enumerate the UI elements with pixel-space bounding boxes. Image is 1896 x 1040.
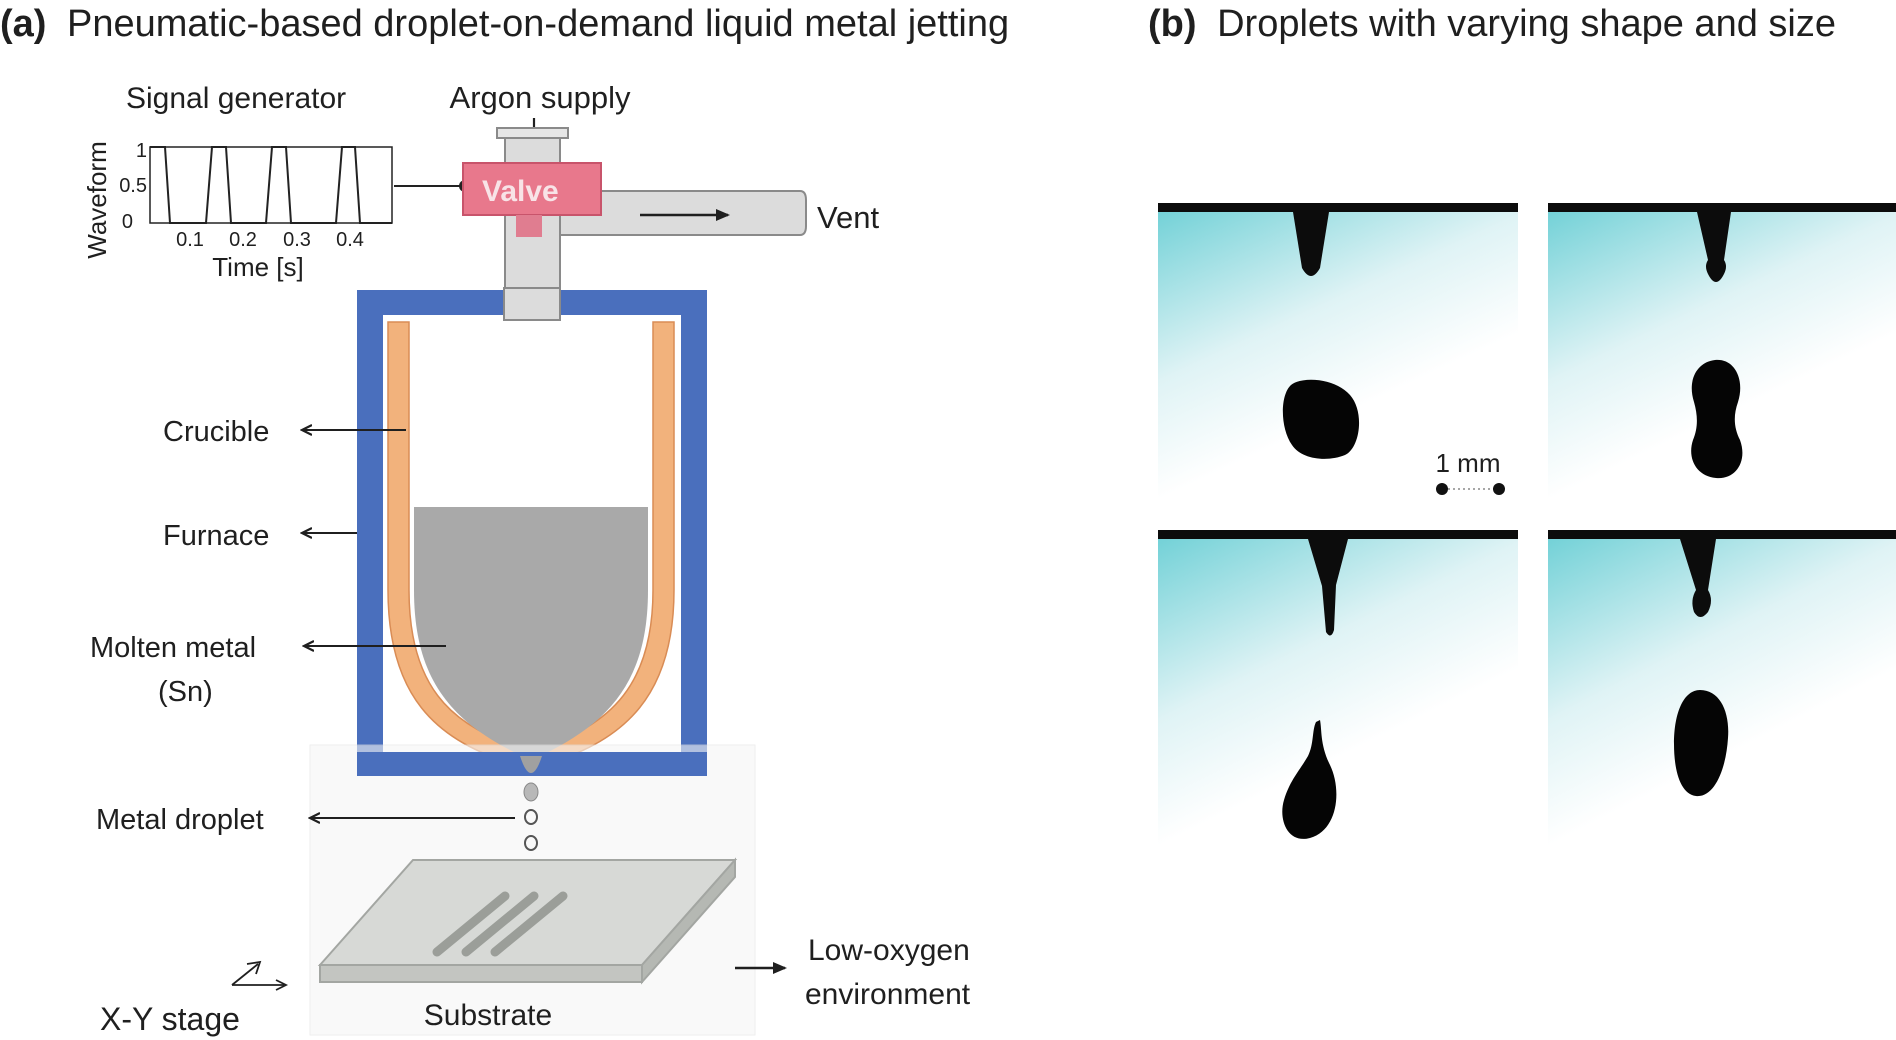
droplet-2 — [524, 809, 538, 825]
panel-a-title: (a) Pneumatic-based droplet-on-demand li… — [0, 3, 1009, 45]
xy-stage-label: X-Y stage — [100, 1001, 240, 1037]
waveform-xtick-04: 0.4 — [336, 229, 364, 251]
waveform-xtick-01: 0.1 — [176, 229, 204, 251]
nozzle-outlet — [520, 756, 542, 773]
substrate-side — [641, 857, 736, 985]
frame-4-nozzle-plate — [1548, 530, 1896, 539]
furnace-label: Furnace — [163, 520, 269, 552]
molten-metal-sublabel: (Sn) — [158, 676, 213, 708]
xy-axis-y-head — [246, 960, 262, 975]
panel-a-title-text: Pneumatic-based droplet-on-demand liquid… — [67, 3, 1009, 45]
waveform-ytick-1: 1 — [136, 140, 147, 162]
droplet-frame-1: 1 mm — [1158, 203, 1518, 507]
droplet-frame-2 — [1548, 203, 1896, 507]
frame-3-nozzle-plate — [1158, 530, 1518, 539]
droplet-frame-4 — [1548, 530, 1896, 854]
signal-generator-label: Signal generator — [126, 82, 346, 115]
frame-2-droplet — [1691, 359, 1743, 479]
frame-3-nozzle — [1308, 539, 1348, 636]
scale-bar-left-end — [1436, 483, 1448, 495]
xy-axis-x-head — [275, 979, 289, 991]
frame-4-droplet — [1674, 690, 1729, 797]
gas-tube-cap — [496, 127, 569, 139]
waveform-xlabel: Time [s] — [212, 252, 303, 282]
crucible-label: Crucible — [163, 416, 269, 448]
waveform-ytick-0: 0 — [122, 211, 133, 233]
printed-track-2 — [461, 891, 539, 957]
frame-4-nozzle — [1680, 539, 1716, 617]
crucible — [387, 321, 675, 769]
printed-track-3 — [490, 891, 568, 957]
substrate-edge — [319, 964, 643, 983]
droplet-1 — [523, 782, 539, 802]
metal-droplet-label: Metal droplet — [96, 804, 264, 836]
waveform-xtick-03: 0.3 — [283, 229, 311, 251]
argon-supply-label: Argon supply — [450, 80, 631, 115]
low-oxygen-sublabel: environment — [805, 978, 971, 1011]
substrate-label: Substrate — [424, 999, 552, 1032]
frame-1-droplet — [1282, 379, 1360, 459]
scale-bar-right-end — [1493, 483, 1505, 495]
frame-4-background — [1548, 532, 1896, 854]
panel-b-title-text: Droplets with varying shape and size — [1217, 3, 1836, 45]
droplet-3 — [524, 835, 538, 851]
frame-3-background — [1158, 532, 1518, 854]
scale-bar-label: 1 mm — [1436, 448, 1501, 478]
molten-metal — [414, 507, 648, 756]
tube-inlet — [503, 287, 561, 321]
frame-2-nozzle-plate — [1548, 203, 1896, 212]
molten-metal-label: Molten metal — [90, 632, 256, 664]
printed-track-1 — [432, 891, 510, 957]
waveform-xtick-02: 0.2 — [229, 229, 257, 251]
panel-b-title: (b) Droplets with varying shape and size — [1148, 3, 1836, 45]
panel-a-letter: (a) — [0, 3, 46, 45]
frame-1-nozzle-plate — [1158, 203, 1518, 212]
valve-stem — [516, 215, 542, 237]
droplet-frame-3 — [1158, 530, 1518, 854]
waveform-trace — [150, 146, 392, 224]
panel-b-letter: (b) — [1148, 3, 1197, 45]
vent-pipe — [559, 190, 807, 236]
waveform-ytick-05: 0.5 — [119, 175, 147, 197]
frame-3-droplet — [1282, 720, 1337, 839]
vent-label: Vent — [817, 200, 879, 235]
waveform-chart: 0 0.5 1 0.1 0.2 0.3 0.4 Time [s] Wavefor… — [82, 140, 393, 282]
frame-2-nozzle — [1697, 212, 1731, 282]
valve-label: Valve — [482, 175, 559, 208]
xy-axis-y — [231, 963, 259, 986]
low-oxygen-label: Low-oxygen — [808, 934, 970, 967]
waveform-ylabel: Waveform — [82, 141, 112, 259]
frame-1-nozzle — [1293, 212, 1329, 276]
